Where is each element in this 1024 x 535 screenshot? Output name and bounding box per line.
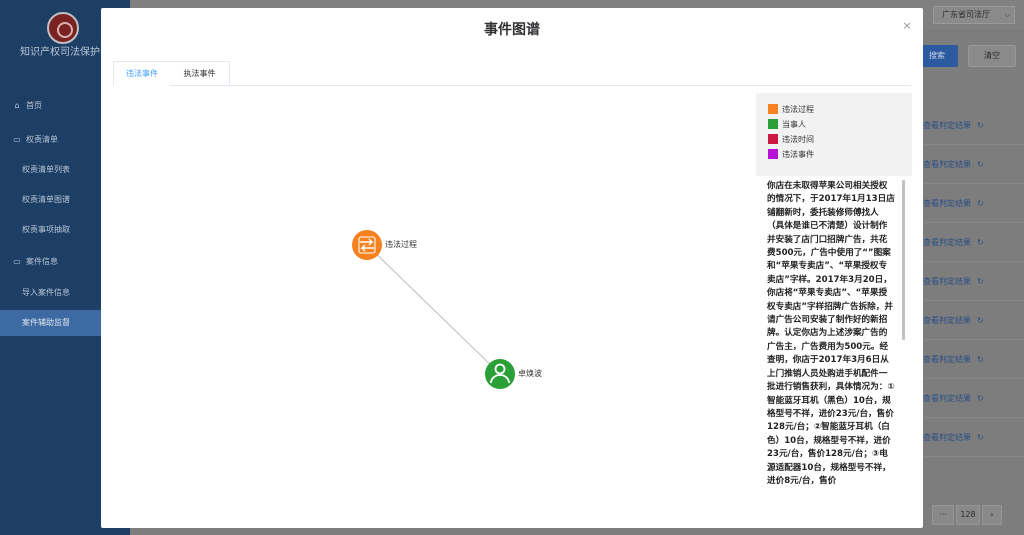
sidebar-item-label: 案件辅助监督: [22, 318, 70, 327]
refresh-icon[interactable]: ↻: [977, 121, 984, 130]
table-row: 查看判定结果 ↻: [923, 379, 1024, 418]
description-scrollbar[interactable]: [902, 180, 905, 340]
table-row: 查看判定结果 ↻: [923, 418, 1024, 457]
event-graph-dialog: 事件图谱 × 违法事件 执法事件 违法: [101, 8, 923, 528]
sidebar-item-label: 权责清单列表: [22, 165, 70, 174]
app-title: 知识产权司法保护与跨部门协同服务平台: [20, 47, 130, 58]
table-row: 查看判定结果 ↻: [923, 340, 1024, 379]
graph-node-process[interactable]: [352, 230, 382, 260]
refresh-icon[interactable]: ↻: [977, 277, 984, 286]
legend-swatch: [768, 103, 778, 114]
legend-item[interactable]: 违法事件: [768, 148, 814, 161]
graph-svg: [352, 230, 515, 389]
sidebar-item-label: 导入案件信息: [22, 288, 70, 297]
graph-edge: [366, 244, 501, 375]
view-result-link[interactable]: 查看判定结果: [923, 433, 971, 442]
refresh-icon[interactable]: ↻: [977, 160, 984, 169]
legend-label: 违法过程: [782, 105, 814, 114]
table-row: 查看判定结果 ↻: [923, 184, 1024, 223]
node-label-process: 违法过程: [385, 240, 417, 249]
chevron-down-icon: ⌵: [1004, 11, 1010, 19]
table-row: 查看判定结果 ↻: [923, 145, 1024, 184]
legend-item[interactable]: 当事人: [768, 118, 806, 131]
node-label-party: 卓焕波: [518, 369, 542, 378]
table-row: 查看判定结果 ↻: [923, 106, 1024, 145]
view-result-link[interactable]: 查看判定结果: [923, 199, 971, 208]
info-panel: 违法过程当事人违法时间违法事件 你店在未取得苹果公司相关授权的情况下，于2017…: [756, 93, 912, 525]
view-result-link[interactable]: 查看判定结果: [923, 355, 971, 364]
legend-item[interactable]: 违法时间: [768, 133, 814, 146]
region-select-value: 广东省司法厅: [942, 10, 990, 19]
view-result-link[interactable]: 查看判定结果: [923, 277, 971, 286]
event-description-box[interactable]: 你店在未取得苹果公司相关授权的情况下，于2017年1月13日店铺翻新时，委托装修…: [756, 176, 912, 525]
legend-swatch: [768, 133, 778, 144]
process-icon: [358, 236, 376, 254]
court-logo: [47, 12, 79, 44]
close-icon[interactable]: ×: [902, 19, 912, 32]
home-icon: ⌂: [14, 101, 20, 110]
event-description: 你店在未取得苹果公司相关授权的情况下，于2017年1月13日店铺翻新时，委托装修…: [767, 181, 895, 486]
view-result-link[interactable]: 查看判定结果: [923, 121, 971, 130]
refresh-icon[interactable]: ↻: [977, 238, 984, 247]
refresh-icon[interactable]: ↻: [977, 316, 984, 325]
sidebar-item-0[interactable]: ⌂ 首页: [0, 93, 130, 119]
sidebar-item-label: 权责事项抽取: [22, 225, 70, 234]
folder-icon: ▭: [13, 257, 21, 266]
table-row: 查看判定结果 ↻: [923, 223, 1024, 262]
tab-bar: 违法事件 执法事件: [113, 61, 911, 86]
sidebar-item-3[interactable]: 权责清单图谱: [0, 187, 130, 213]
table-row: 查看判定结果 ↻: [923, 301, 1024, 340]
sidebar-item-4[interactable]: 权责事项抽取: [0, 217, 130, 243]
pager-next-button[interactable]: ›: [982, 505, 1002, 525]
legend-swatch: [768, 148, 778, 159]
view-result-link[interactable]: 查看判定结果: [923, 394, 971, 403]
sidebar-item-6[interactable]: 导入案件信息: [0, 280, 130, 306]
clear-button[interactable]: 清空: [968, 45, 1016, 67]
legend-label: 违法事件: [782, 150, 814, 159]
process-node-circle[interactable]: [352, 230, 382, 260]
person-icon: [490, 363, 510, 384]
sidebar-item-2[interactable]: 权责清单列表: [0, 157, 130, 183]
table-row: 查看判定结果 ↻: [923, 262, 1024, 301]
sidebar-item-label: 案件信息: [26, 257, 58, 266]
sidebar-item-1[interactable]: ▭ 权责清单: [0, 127, 130, 153]
legend-label: 违法时间: [782, 135, 814, 144]
refresh-icon[interactable]: ↻: [977, 355, 984, 364]
legend-swatch: [768, 118, 778, 129]
view-result-link[interactable]: 查看判定结果: [923, 238, 971, 247]
pager-last-page[interactable]: 128: [956, 505, 980, 525]
sidebar-item-label: 首页: [26, 101, 42, 110]
tab-violation-event[interactable]: 违法事件: [113, 61, 171, 86]
tab-enforcement-event[interactable]: 执法事件: [170, 61, 230, 86]
pager-ellipsis[interactable]: ···: [932, 505, 954, 525]
event-graph-canvas[interactable]: 违法过程 卓焕波: [101, 96, 751, 526]
view-result-link[interactable]: 查看判定结果: [923, 160, 971, 169]
sidebar-item-label: 权责清单: [26, 135, 58, 144]
legend-item[interactable]: 违法过程: [768, 103, 814, 116]
dialog-title: 事件图谱: [484, 22, 540, 38]
sidebar-item-5[interactable]: ▭ 案件信息: [0, 249, 130, 275]
view-result-link[interactable]: 查看判定结果: [923, 316, 971, 325]
refresh-icon[interactable]: ↻: [977, 433, 984, 442]
refresh-icon[interactable]: ↻: [977, 199, 984, 208]
legend-label: 当事人: [782, 120, 806, 129]
refresh-icon[interactable]: ↻: [977, 394, 984, 403]
list-icon: ▭: [13, 135, 21, 144]
region-select[interactable]: 广东省司法厅 ⌵: [933, 6, 1015, 24]
graph-node-party[interactable]: [485, 359, 515, 389]
search-button[interactable]: 搜索: [916, 45, 958, 67]
sidebar-item-label: 权责清单图谱: [22, 195, 70, 204]
